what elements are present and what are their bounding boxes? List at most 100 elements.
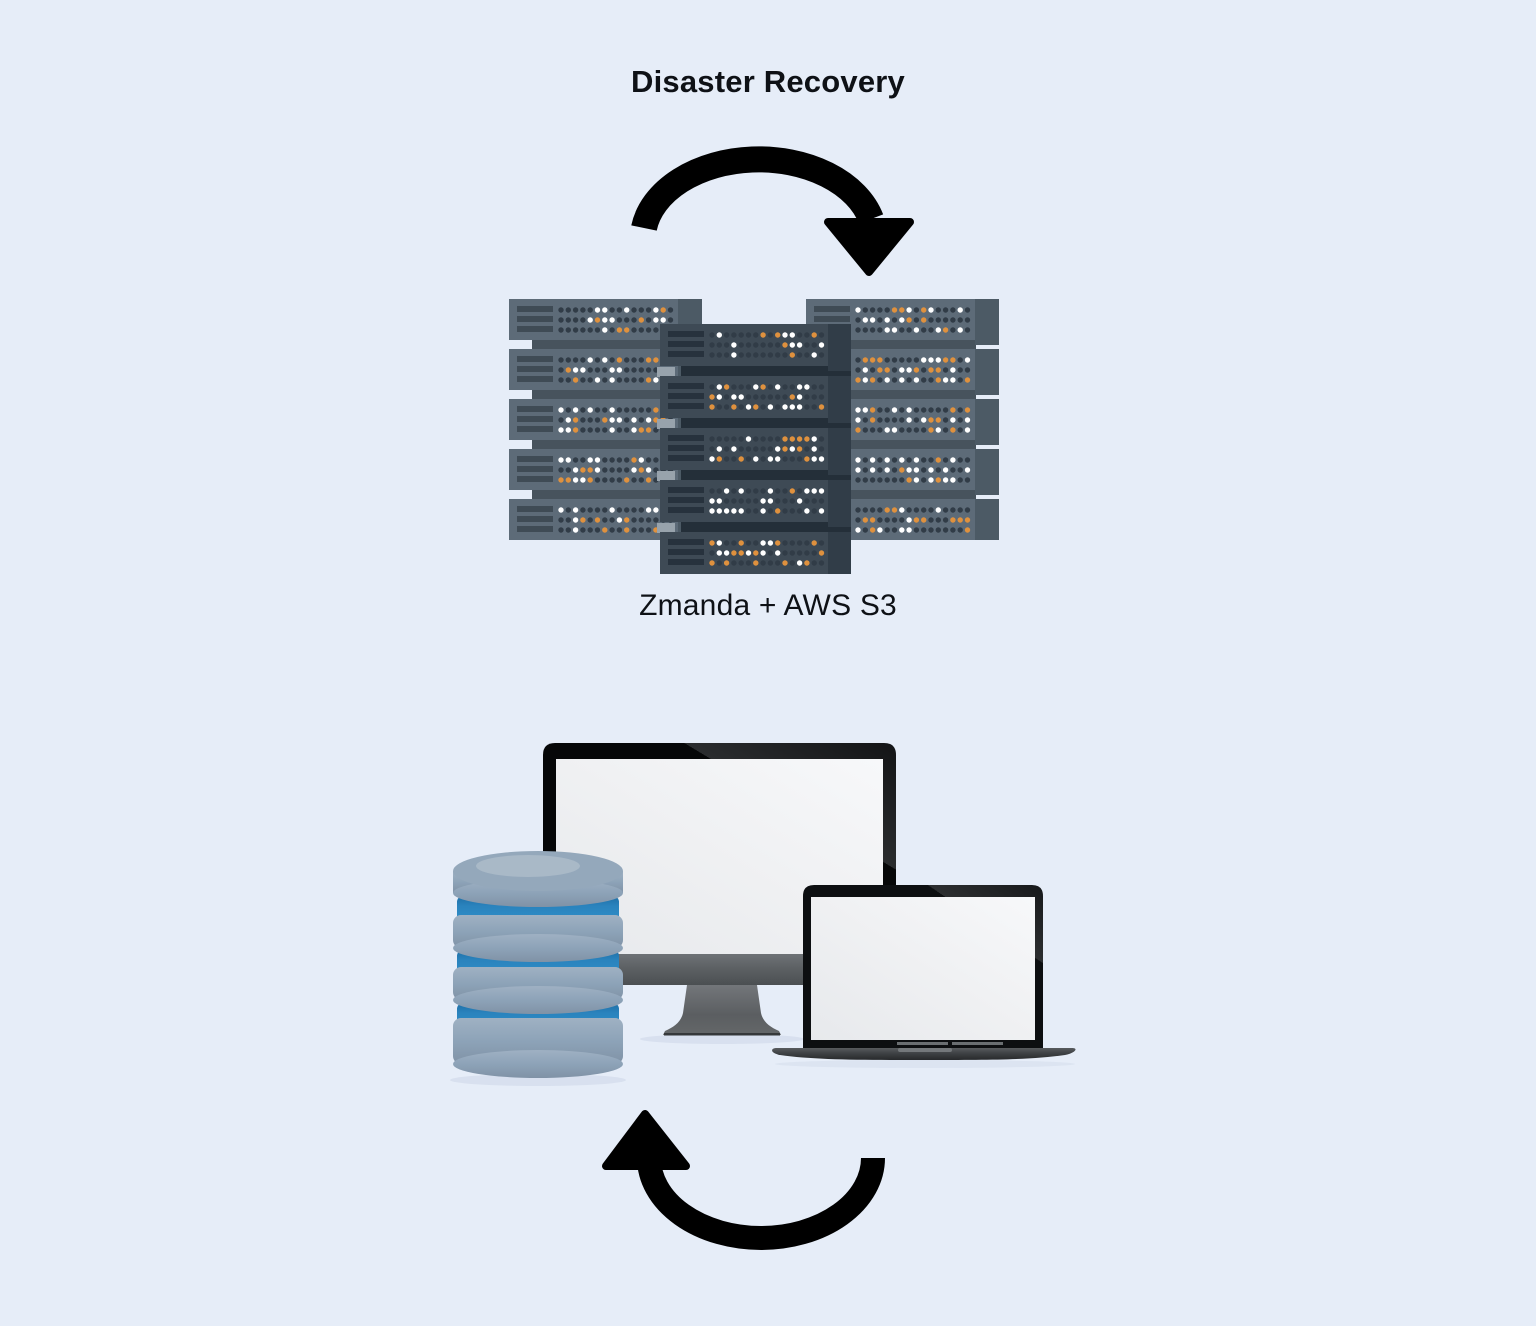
vent-slat bbox=[814, 306, 850, 312]
led-dot bbox=[731, 508, 737, 514]
led-dot bbox=[942, 407, 949, 413]
led-dot bbox=[565, 477, 571, 483]
led-dot bbox=[964, 377, 971, 383]
led-dot bbox=[572, 417, 579, 423]
led-dot bbox=[645, 457, 652, 463]
led-dot bbox=[913, 307, 920, 313]
led-dot bbox=[804, 436, 810, 442]
led-dot bbox=[818, 560, 825, 566]
led-dot bbox=[645, 507, 652, 513]
led-dot bbox=[957, 367, 963, 373]
led-dot bbox=[587, 527, 593, 533]
led-dot bbox=[906, 417, 912, 423]
clockwise-arrow-arc bbox=[631, 146, 884, 232]
led-dot bbox=[899, 467, 905, 473]
led-dot bbox=[928, 367, 934, 373]
led-dot bbox=[782, 436, 788, 442]
led-dot bbox=[580, 327, 586, 333]
led-dot bbox=[775, 498, 781, 504]
vent-slat bbox=[668, 497, 704, 503]
led-dot bbox=[804, 446, 810, 452]
led-dot bbox=[753, 456, 759, 462]
led-dot bbox=[935, 467, 941, 473]
led-dot bbox=[942, 467, 949, 473]
led-dot bbox=[869, 467, 876, 473]
led-dot bbox=[921, 417, 927, 423]
laptop-shadow bbox=[775, 1060, 1075, 1068]
led-dot bbox=[716, 550, 722, 556]
server-end-cap bbox=[828, 532, 851, 574]
led-dot bbox=[558, 357, 564, 363]
led-dot bbox=[804, 404, 810, 410]
led-dot bbox=[572, 527, 579, 533]
rack-tab bbox=[657, 367, 675, 377]
led-dot bbox=[921, 427, 927, 433]
led-dot bbox=[716, 498, 722, 504]
led-dot bbox=[753, 498, 759, 504]
led-dot bbox=[753, 394, 759, 400]
led-dot bbox=[950, 367, 956, 373]
led-dot bbox=[950, 457, 956, 463]
led-dot bbox=[723, 456, 730, 462]
led-dot bbox=[818, 342, 825, 348]
led-dot bbox=[775, 550, 781, 556]
led-dot bbox=[957, 417, 963, 423]
led-dot bbox=[731, 446, 737, 452]
led-dot bbox=[709, 332, 715, 338]
led-dot bbox=[869, 507, 876, 513]
led-dot bbox=[767, 404, 774, 410]
led-dot bbox=[753, 560, 759, 566]
led-dot bbox=[818, 488, 825, 494]
led-dot bbox=[964, 477, 971, 483]
led-dot bbox=[818, 436, 825, 442]
led-dot bbox=[572, 477, 579, 483]
led-dot bbox=[580, 417, 586, 423]
led-dot bbox=[862, 457, 868, 463]
led-dot bbox=[594, 517, 601, 523]
led-dot bbox=[602, 467, 608, 473]
led-dot bbox=[891, 467, 898, 473]
led-dot bbox=[731, 394, 737, 400]
led-dot bbox=[877, 367, 883, 373]
led-dot bbox=[921, 357, 927, 363]
led-dot bbox=[942, 357, 949, 363]
monitor-stand bbox=[663, 985, 781, 1035]
led-dot bbox=[594, 527, 601, 533]
led-dot bbox=[558, 407, 564, 413]
led-dot bbox=[782, 456, 788, 462]
led-dot bbox=[906, 317, 912, 323]
led-dot bbox=[767, 384, 774, 390]
led-dot bbox=[855, 377, 861, 383]
led-dot bbox=[811, 394, 817, 400]
led-dot bbox=[950, 357, 956, 363]
led-dot bbox=[609, 307, 615, 313]
laptop-hinge-right bbox=[952, 1042, 1003, 1045]
led-dot bbox=[638, 367, 644, 373]
led-dot bbox=[709, 446, 715, 452]
led-dot bbox=[942, 477, 949, 483]
led-dot bbox=[899, 477, 905, 483]
led-dot bbox=[638, 457, 644, 463]
led-dot bbox=[789, 436, 795, 442]
rack-rail bbox=[806, 340, 976, 349]
led-dot bbox=[796, 560, 803, 566]
led-dot bbox=[580, 427, 586, 433]
led-dot bbox=[789, 508, 795, 514]
led-dot bbox=[775, 508, 781, 514]
led-dot bbox=[609, 527, 615, 533]
led-dot bbox=[558, 307, 564, 313]
led-dot bbox=[723, 404, 730, 410]
led-dot bbox=[877, 467, 883, 473]
led-dot bbox=[928, 317, 934, 323]
led-dot bbox=[884, 327, 890, 333]
led-dot bbox=[877, 517, 883, 523]
led-dot bbox=[631, 417, 637, 423]
led-dot bbox=[738, 394, 744, 400]
led-dot bbox=[558, 377, 564, 383]
led-dot bbox=[609, 517, 615, 523]
led-dot bbox=[964, 517, 971, 523]
monitor-stand-edge bbox=[664, 1033, 780, 1036]
led-dot bbox=[928, 467, 934, 473]
led-dot bbox=[616, 317, 623, 323]
